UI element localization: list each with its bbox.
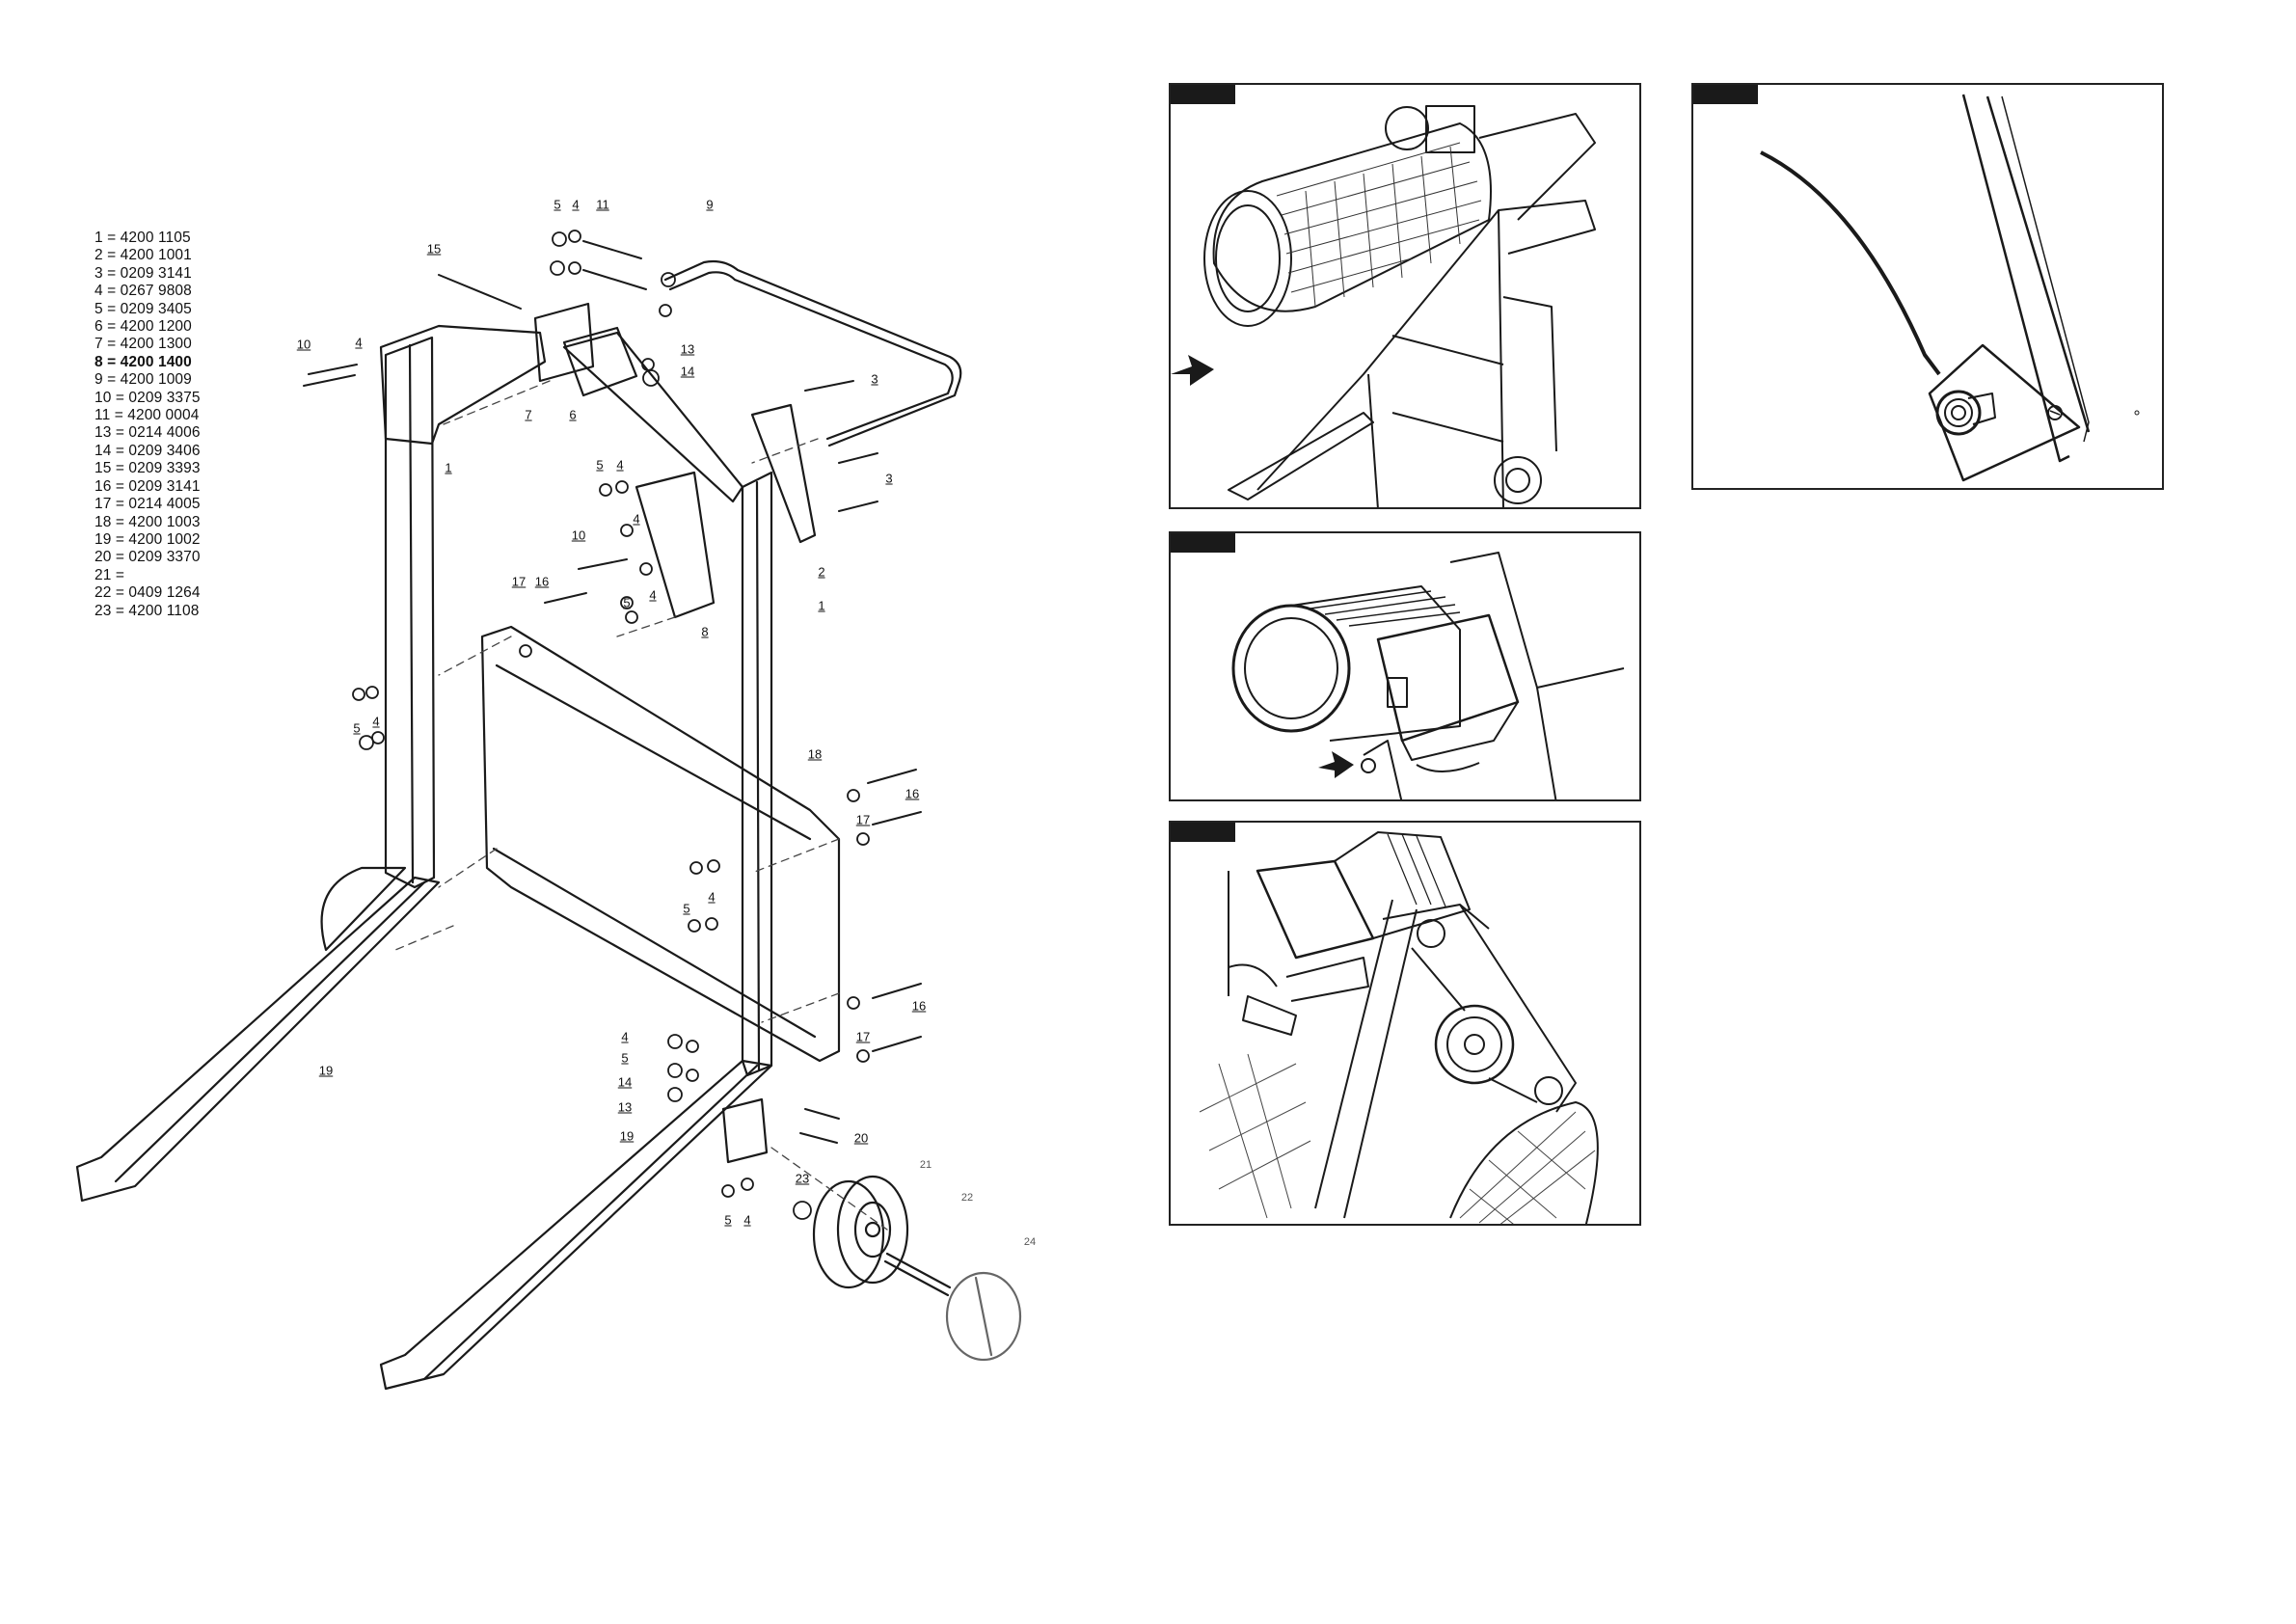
callout-19b: 19 — [619, 1128, 635, 1144]
parts-list-row: 5 = 0209 3405 — [95, 300, 192, 317]
callout-3a: 3 — [871, 371, 878, 387]
callout-20: 20 — [853, 1130, 869, 1146]
parts-list-row: 8 = 4200 1400 — [95, 353, 192, 370]
parts-list-row: 6 = 4200 1200 — [95, 318, 192, 336]
callout-5g: 5 — [724, 1212, 732, 1228]
mount-plate-6 — [562, 326, 638, 397]
callout-10a: 10 — [296, 337, 311, 352]
callout-24: 24 — [1023, 1236, 1037, 1248]
callout-5c: 5 — [623, 595, 631, 610]
callout-5e: 5 — [683, 901, 690, 916]
illustration-panel-drum-sieve — [1169, 83, 1641, 509]
right-leg — [379, 1059, 773, 1391]
mount-plate-7 — [533, 302, 595, 383]
callout-19a: 19 — [318, 1063, 334, 1078]
parts-list-row: 2 = 4200 1001 — [95, 247, 192, 264]
callout-21: 21 — [919, 1159, 932, 1171]
callout-5f: 5 — [621, 1050, 629, 1066]
callout-5a: 5 — [554, 197, 561, 212]
left-gusset — [379, 324, 547, 446]
exploded-frame-diagram — [75, 230, 1022, 1391]
right-gusset — [562, 331, 744, 503]
callout-3b: 3 — [885, 471, 893, 486]
parts-list-row: 16 = 0209 3141 — [95, 477, 201, 495]
callout-9: 9 — [706, 197, 714, 212]
tray-18 — [480, 625, 841, 1063]
parts-list-row: 11 = 4200 0004 — [95, 407, 200, 424]
callout-1b: 1 — [818, 598, 825, 613]
callout-16a: 16 — [534, 574, 550, 589]
callout-4i: 4 — [743, 1212, 751, 1228]
plate-2 — [750, 403, 817, 544]
callout-14a: 14 — [680, 364, 695, 379]
callout-13b: 13 — [617, 1099, 633, 1115]
parts-list-row: 1 = 4200 1105 — [95, 230, 191, 246]
parts-list-row: 20 = 0209 3370 — [95, 549, 201, 566]
parts-list-row: 22 = 0409 1264 — [95, 584, 201, 602]
wheel-21 — [812, 1179, 885, 1289]
panel-tab — [1171, 85, 1235, 104]
callout-17a: 17 — [511, 574, 527, 589]
parts-list-row: 7 = 4200 1300 — [95, 336, 192, 353]
parts-list-row: 18 = 4200 1003 — [95, 513, 201, 530]
callout-15: 15 — [426, 241, 442, 257]
callout-10b: 10 — [571, 528, 586, 543]
callout-4c: 4 — [616, 457, 624, 473]
callout-16c: 16 — [911, 998, 927, 1014]
callout-18: 18 — [807, 746, 823, 762]
callout-1a: 1 — [445, 460, 452, 475]
parts-list-row: 3 = 0209 3141 — [95, 264, 192, 282]
parts-list-row: 21 = — [95, 566, 124, 583]
handle-bar — [663, 259, 962, 447]
plate-8 — [635, 471, 716, 619]
parts-list-row: 23 = 4200 1108 — [95, 602, 200, 619]
callout-4d: 4 — [633, 511, 640, 527]
callout-4f: 4 — [372, 714, 380, 729]
axle-22 — [885, 1252, 952, 1289]
arrow-icon — [1171, 355, 1214, 386]
callout-11: 11 — [596, 197, 609, 212]
cap-24 — [945, 1271, 1022, 1362]
parts-list-row: 10 = 0209 3375 — [95, 389, 201, 406]
parts-list-row: 14 = 0209 3406 — [95, 442, 201, 459]
callout-5d: 5 — [353, 720, 361, 736]
callout-17b: 17 — [855, 812, 871, 827]
illustration-panel-bolt-detail — [1691, 83, 2164, 490]
panel-tab — [1171, 823, 1235, 842]
callout-2: 2 — [818, 564, 825, 580]
callout-4b: 4 — [355, 335, 363, 350]
callout-22: 22 — [960, 1192, 974, 1204]
parts-list-row: 15 = 0209 3393 — [95, 460, 201, 477]
callout-17c: 17 — [855, 1029, 871, 1044]
callout-8: 8 — [701, 624, 709, 639]
illustration-panel-motor — [1169, 531, 1641, 801]
arrow-icon — [1318, 751, 1354, 778]
panel-tab — [1693, 85, 1758, 104]
callout-6: 6 — [569, 407, 577, 422]
left-leg — [75, 876, 441, 1203]
callout-7: 7 — [525, 407, 532, 422]
callout-23: 23 — [795, 1171, 810, 1186]
parts-list-row: 9 = 4200 1009 — [95, 371, 192, 389]
parts-list-row: 13 = 0214 4006 — [95, 424, 201, 442]
parts-list-row: 19 = 4200 1002 — [95, 530, 201, 548]
axle-bracket — [721, 1097, 769, 1164]
callout-4a: 4 — [572, 197, 580, 212]
illustration-panel-belt-drive — [1169, 821, 1641, 1226]
parts-list-row: 4 = 0267 9808 — [95, 283, 192, 300]
left-wheel — [320, 866, 407, 952]
callout-4h: 4 — [621, 1029, 629, 1044]
callout-4g: 4 — [708, 889, 716, 905]
callout-5b: 5 — [596, 457, 604, 473]
callout-14b: 14 — [617, 1074, 633, 1090]
callout-16b: 16 — [905, 786, 920, 801]
callout-13a: 13 — [680, 341, 695, 357]
callout-4e: 4 — [649, 587, 657, 603]
parts-list-row: 17 = 0214 4005 — [95, 496, 201, 513]
panel-tab — [1171, 533, 1235, 553]
